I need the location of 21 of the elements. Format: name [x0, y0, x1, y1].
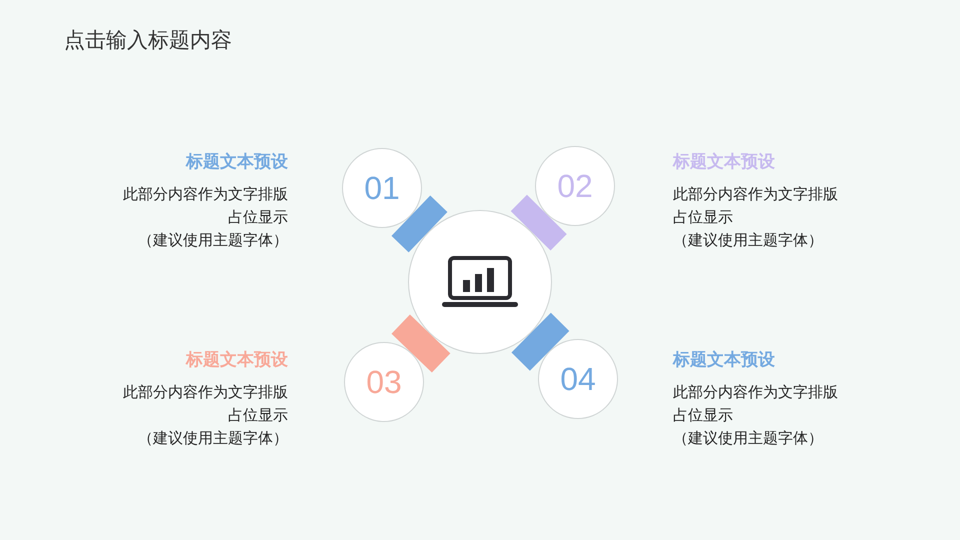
connector-band [510, 194, 567, 251]
slide-title: 点击输入标题内容 [64, 27, 232, 54]
step-number: 03 [366, 364, 402, 400]
item-description: （建议使用主题字体） [673, 230, 824, 251]
connector-band [392, 195, 448, 252]
item-heading: 标题文本预设 [186, 151, 288, 173]
step-number: 01 [364, 170, 400, 206]
item-heading: 标题文本预设 [673, 151, 775, 173]
step-number: 02 [557, 168, 593, 204]
item-heading: 标题文本预设 [673, 349, 775, 371]
item-description: （建议使用主题字体） [137, 428, 288, 449]
connector-band [392, 314, 450, 373]
item-description: （建议使用主题字体） [673, 428, 824, 449]
item-description: 此部分内容作为文字排版占位显示 [673, 184, 839, 228]
item-description: 此部分内容作为文字排版占位显示 [122, 184, 288, 228]
item-description: 此部分内容作为文字排版占位显示 [122, 382, 288, 426]
connector-band [512, 312, 570, 371]
item-heading: 标题文本预设 [186, 349, 288, 371]
step-number: 04 [560, 360, 596, 398]
item-description: （建议使用主题字体） [137, 230, 288, 251]
item-description: 此部分内容作为文字排版占位显示 [673, 382, 839, 426]
